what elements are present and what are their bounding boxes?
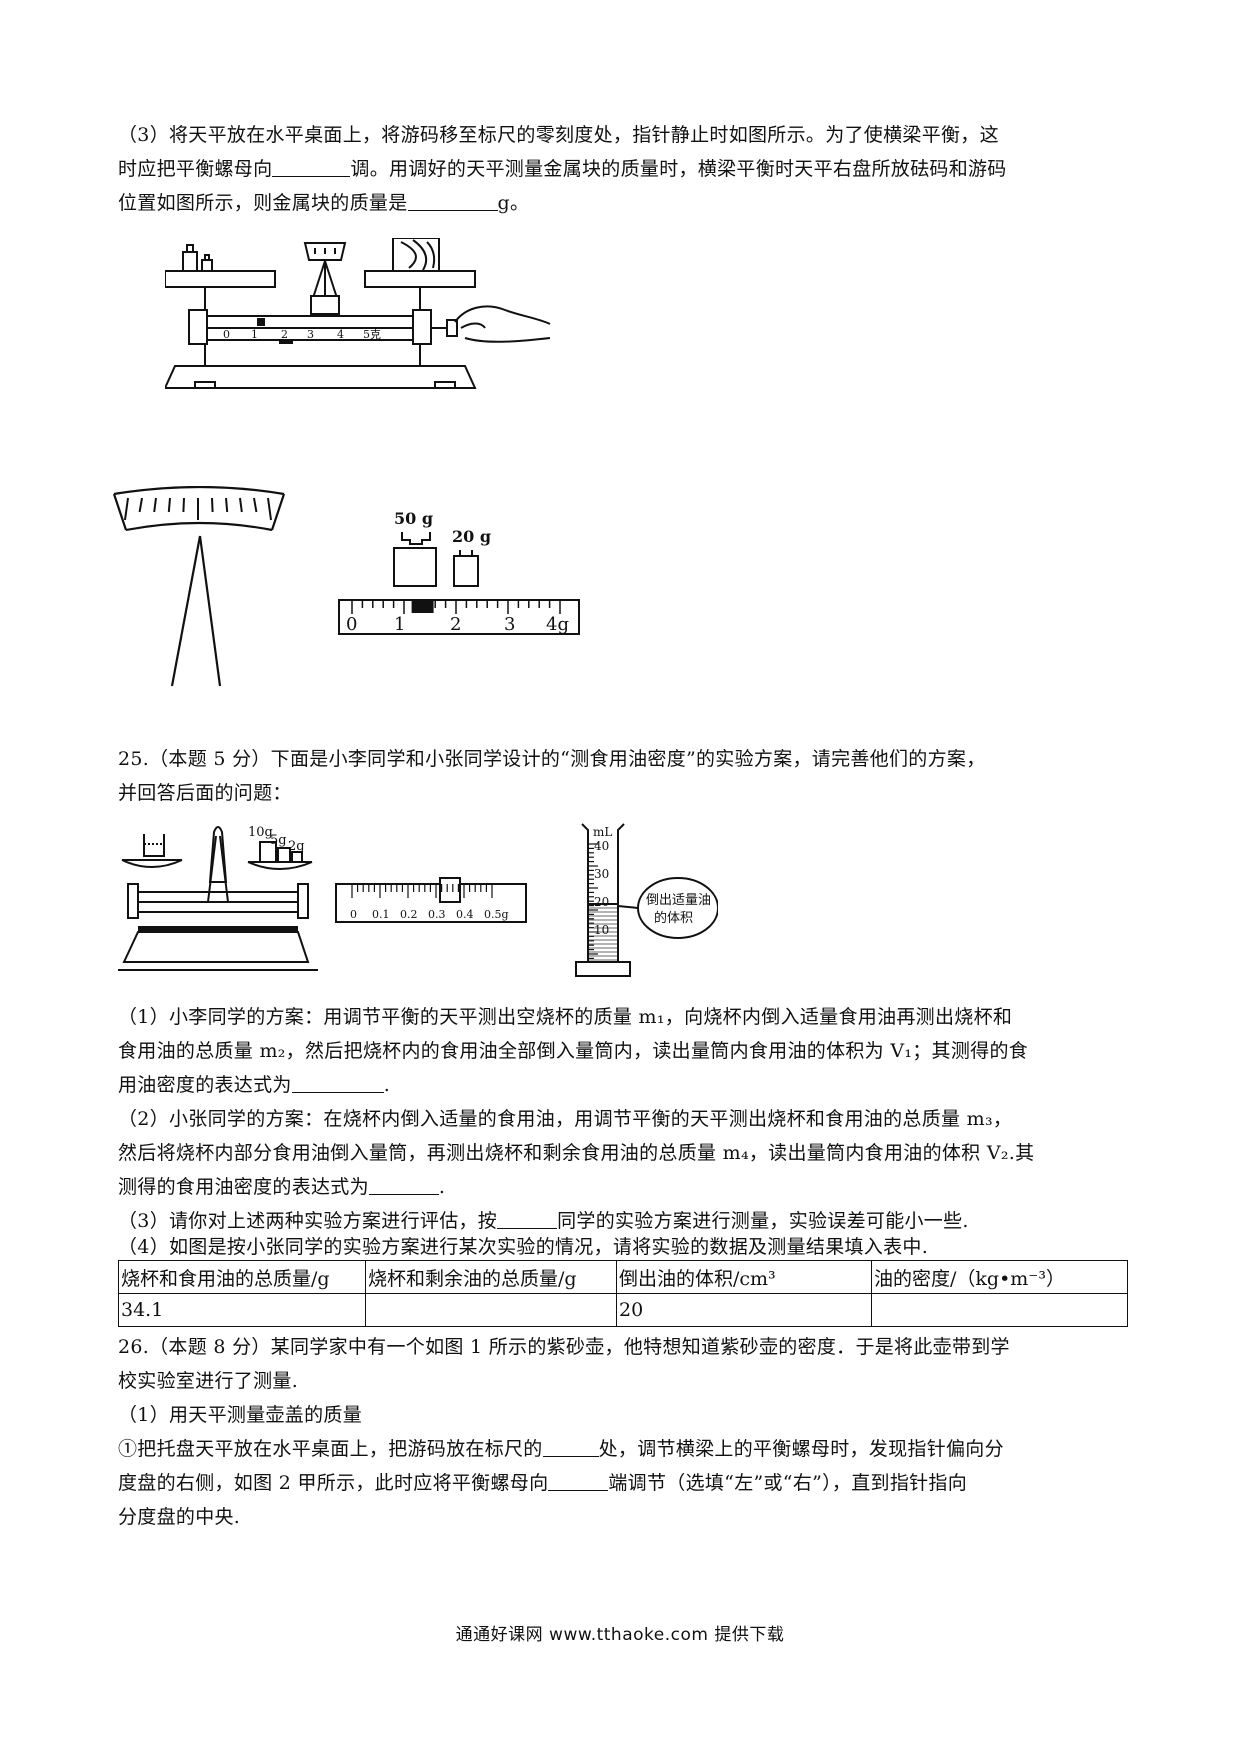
answer-blank[interactable]: [291, 1072, 384, 1093]
page-footer: 通通好课网 www.tthaoke.com 提供下载: [455, 1625, 785, 1645]
ruler-label: 1: [394, 614, 405, 635]
text-line: （3）请你对上述两种实验方案进行评估，按同学的实验方案进行测量，实验误差可能小一…: [118, 1208, 969, 1232]
tick-mark: [167, 497, 171, 513]
tick-mark: [153, 497, 157, 513]
ruler-label: 0.5g: [484, 908, 509, 921]
weight-label: 10g: [248, 825, 273, 840]
oil-density-figure: 10g 5g 2g 0 0.1 0.2 0.3 0.4 0.5g: [118, 823, 718, 977]
ruler-label: 0.1: [372, 908, 390, 921]
cylinder-unit: mL: [593, 825, 612, 839]
cylinder-label: 40: [594, 839, 609, 853]
table-header: 烧杯和食用油的总质量/g: [118, 1260, 366, 1294]
cylinder-label: 20: [594, 895, 609, 909]
ruler-label: 3: [307, 328, 314, 341]
cylinder-label: 10: [594, 923, 609, 937]
bubble-text: 的体积: [654, 910, 693, 926]
q26: 26.（本题 8 分）某同学家中有一个如图 1 所示的紫砂壶，他特想知道紫砂壶的…: [118, 1330, 1128, 1534]
table-cell: 20: [616, 1293, 872, 1327]
text-line: 测得的食用油密度的表达式为.: [118, 1174, 446, 1198]
tick-mark: [225, 497, 229, 513]
answer-blank[interactable]: [548, 1470, 609, 1491]
ruler-label: 1: [251, 328, 258, 341]
q25-line1: 25.（本题 5 分）下面是小李同学和小张同学设计的“测食用油密度”的实验方案，…: [118, 748, 986, 770]
weight-label: 5g: [270, 833, 287, 848]
data-table: 烧杯和食用油的总质量/g 烧杯和剩余油的总质量/g 倒出油的体积/cm³ 油的密…: [118, 1260, 1128, 1327]
tick-mark: [182, 497, 185, 513]
text-line: （4）如图是按小张同学的实验方案进行某次实验的情况，请将实验的数据及测量结果填入…: [118, 1236, 929, 1258]
text-line: 校实验室进行了测量.: [118, 1370, 299, 1392]
text-line: （2）小张同学的方案：在烧杯内倒入适量的食用油，用调节平衡的天平测出烧杯和食用油…: [118, 1108, 1013, 1130]
weights-ruler-figure: 50 g 20 g 0 1 2 3 4g: [338, 509, 580, 635]
answer-blank[interactable]: [272, 156, 351, 177]
ruler-label: 0: [350, 908, 357, 921]
tick-mark: [138, 497, 143, 513]
bubble-text: 倒出适量油: [646, 893, 711, 908]
ruler-label: 0.2: [400, 908, 418, 921]
answer-blank[interactable]: [497, 1208, 558, 1229]
table-header: 烧杯和剩余油的总质量/g: [365, 1260, 617, 1294]
text-line: （1）小李同学的方案：用调节平衡的天平测出空烧杯的质量 m₁，向烧杯内倒入适量食…: [118, 1006, 1013, 1028]
text-line: 度盘的右侧，如图 2 甲所示，此时应将平衡螺母向端调节（选填“左”或“右”），直…: [118, 1470, 968, 1494]
ruler-label: 3: [504, 614, 515, 635]
q24-line1: （3）将天平放在水平桌面上，将游码移至标尺的零刻度处，指针静止时如图所示。为了使…: [118, 124, 999, 146]
tick-mark: [211, 497, 214, 513]
q25-part2: （2）小张同学的方案：在烧杯内倒入适量的食用油，用调节平衡的天平测出烧杯和食用油…: [118, 1102, 1128, 1204]
tick-mark: [124, 497, 129, 521]
table-header-row: 烧杯和食用油的总质量/g 烧杯和剩余油的总质量/g 倒出油的体积/cm³ 油的密…: [118, 1260, 1128, 1294]
table-cell-input[interactable]: [871, 1293, 1128, 1327]
tick-mark: [253, 497, 258, 513]
ruler-label: 0: [346, 614, 357, 635]
ruler-label: 2: [450, 614, 461, 635]
ruler-label: 5克: [363, 328, 381, 341]
ruler-label: 0: [223, 328, 230, 341]
ruler-label: 2: [281, 328, 288, 341]
text-line: 26.（本题 8 分）某同学家中有一个如图 1 所示的紫砂壶，他特想知道紫砂壶的…: [118, 1336, 1010, 1358]
table-row: 34.1 20: [118, 1293, 1128, 1327]
rider-marker: [411, 599, 434, 613]
q25-part4: （4）如图是按小张同学的实验方案进行某次实验的情况，请将实验的数据及测量结果填入…: [118, 1230, 1128, 1264]
table-header: 倒出油的体积/cm³: [616, 1260, 872, 1294]
ruler-label: 4g: [546, 614, 569, 635]
balance-figure: 0 1 2 3 4 5克: [165, 238, 551, 389]
pointer-dial-figure: [112, 486, 286, 687]
text-line: 用油密度的表达式为.: [118, 1072, 391, 1096]
weight-label: 2g: [288, 839, 305, 854]
q25-line2: 并回答后面的问题：: [118, 782, 292, 804]
tick-mark: [239, 497, 243, 513]
answer-blank[interactable]: [542, 1436, 599, 1457]
text-line: 分度盘的中央.: [118, 1506, 241, 1528]
text-line: （1）用天平测量壶盖的质量: [118, 1404, 362, 1426]
q24-line2: 时应把平衡螺母向调。用调好的天平测量金属块的质量时，横梁平衡时天平右盘所放砝码和…: [118, 156, 1007, 180]
ruler-label: 0.4: [456, 908, 474, 921]
ruler-label: 4: [337, 328, 344, 341]
text-line: 食用油的总质量 m₂，然后把烧杯内的食用油全部倒入量筒内，读出量筒内食用油的体积…: [118, 1040, 1029, 1062]
weight-label-50g: 50 g: [394, 509, 433, 528]
answer-blank[interactable]: [407, 190, 498, 211]
text-line: 然后将烧杯内部分食用油倒入量筒，再测出烧杯和剩余食用油的总质量 m₄，读出量筒内…: [118, 1142, 1035, 1164]
q25-intro: 25.（本题 5 分）下面是小李同学和小张同学设计的“测食用油密度”的实验方案，…: [118, 742, 1128, 810]
tick-mark: [267, 497, 272, 521]
answer-blank[interactable]: [368, 1174, 439, 1195]
table-cell-input[interactable]: [365, 1293, 617, 1327]
q25-part1: （1）小李同学的方案：用调节平衡的天平测出空烧杯的质量 m₁，向烧杯内倒入适量食…: [118, 1000, 1128, 1102]
q24-part3: （3）将天平放在水平桌面上，将游码移至标尺的零刻度处，指针静止时如图所示。为了使…: [118, 118, 1128, 220]
table-header: 油的密度/（kg•m⁻³）: [871, 1260, 1128, 1294]
text-line: ①把托盘天平放在水平桌面上，把游码放在标尺的处，调节横梁上的平衡螺母时，发现指针…: [118, 1436, 1004, 1460]
q25-part3-4: （3）请你对上述两种实验方案进行评估，按同学的实验方案进行测量，实验误差可能小一…: [118, 1204, 1128, 1238]
cylinder-label: 30: [594, 867, 609, 881]
weight-label-20g: 20 g: [452, 527, 491, 546]
table-cell: 34.1: [118, 1293, 366, 1327]
ruler-label: 0.3: [428, 908, 446, 921]
